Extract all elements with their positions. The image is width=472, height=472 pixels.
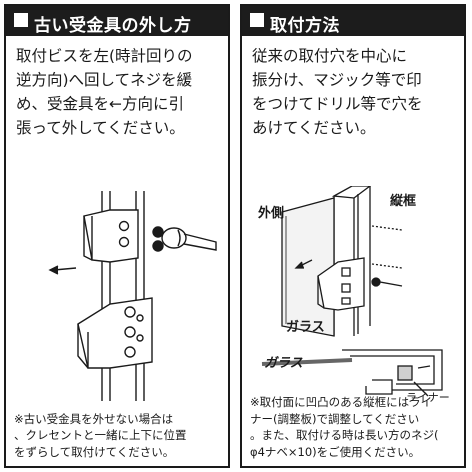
removal-panel: 古い受金具の外し方 取付ビスを左(時計回りの 逆方向)へ回してネジを緩 め、受金… bbox=[4, 4, 230, 468]
note-line: φ4ナベ×10)をご使用ください。 bbox=[250, 444, 421, 459]
removal-title: 古い受金具の外し方 bbox=[34, 16, 192, 36]
note-line: ※取付面に凹凸のある縦框にはライ bbox=[250, 395, 433, 409]
instruction-line: あけてください。 bbox=[252, 119, 376, 137]
instruction-line: め、受金具を←方向に引 bbox=[16, 95, 184, 113]
glass-upper-label: ガラス bbox=[286, 320, 325, 335]
note-line: 。また、取付ける時は長い方のネジ( bbox=[250, 428, 439, 442]
note-line: ナー(調整板)で調整してください bbox=[250, 411, 420, 426]
instruction-line: をつけてドリル等で穴を bbox=[252, 95, 423, 113]
instruction-line: 逆方向)へ回してネジを緩 bbox=[16, 71, 193, 89]
instruction-line: 従来の取付穴を中心に bbox=[252, 47, 408, 65]
installation-instructions: 従来の取付穴を中心に 振分け、マジック等で印 をつけてドリル等で穴を あけてくだ… bbox=[252, 44, 458, 140]
removal-illustration bbox=[48, 191, 217, 401]
removal-note: ※古い受金具を外せない場合は 、クレセントと一緒に上下に位置 をずらして取付けて… bbox=[14, 411, 226, 461]
installation-note: ※取付面に凹凸のある縦框にはライ ナー(調整板)で調整してください 。また、取付… bbox=[250, 394, 462, 460]
instruction-line: 張って外してください。 bbox=[16, 119, 185, 137]
installation-illustration bbox=[261, 186, 443, 397]
glass-lower-label: ガラス bbox=[264, 356, 303, 371]
instruction-line: 振分け、マジック等で印 bbox=[252, 71, 422, 89]
note-line: をずらして取付けてください。 bbox=[14, 444, 175, 459]
vertical-frame-label: 縦框 bbox=[390, 194, 417, 209]
header-marker-icon bbox=[14, 13, 28, 27]
removal-header: 古い受金具の外し方 bbox=[6, 6, 228, 36]
instruction-line: 取付ビスを左(時計回りの bbox=[16, 47, 193, 65]
liner-label: ライナー bbox=[406, 391, 450, 404]
header-marker-icon bbox=[250, 13, 264, 27]
note-line: 、クレセントと一緒に上下に位置 bbox=[14, 428, 187, 442]
installation-panel: 取付方法 従来の取付穴を中心に 振分け、マジック等で印 をつけてドリル等で穴を … bbox=[240, 4, 466, 468]
outside-label: 外側 bbox=[258, 206, 285, 221]
note-line: ※古い受金具を外せない場合は bbox=[14, 411, 174, 426]
installation-title: 取付方法 bbox=[270, 16, 340, 36]
removal-instructions: 取付ビスを左(時計回りの 逆方向)へ回してネジを緩 め、受金具を←方向に引 張っ… bbox=[16, 44, 222, 140]
installation-header: 取付方法 bbox=[242, 6, 464, 36]
